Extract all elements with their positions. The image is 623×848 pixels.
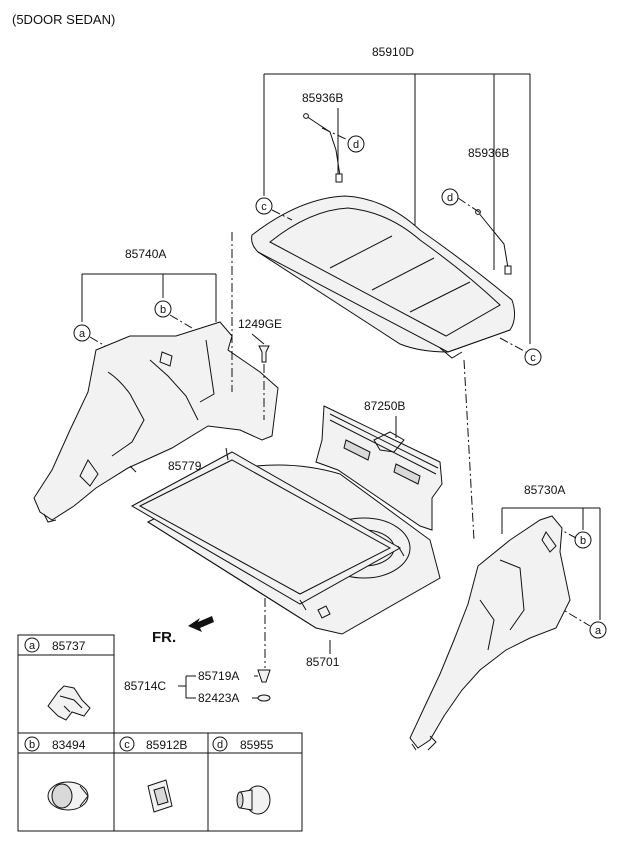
legend-a-letter: a xyxy=(29,640,36,652)
screw-shape xyxy=(258,345,270,363)
label-85701: 85701 xyxy=(306,655,340,669)
label-85730A: 85730A xyxy=(524,483,565,497)
callout-b-1 xyxy=(154,300,172,318)
callout-b-1-letter: b xyxy=(160,304,166,316)
label-85910D: 85910D xyxy=(372,45,414,59)
callout-d-2-letter: d xyxy=(447,192,453,204)
legend-c-part: 85912B xyxy=(146,738,187,752)
label-85936B-right: 85936B xyxy=(468,146,509,160)
legend-b-letter: b xyxy=(29,739,35,751)
screw-group: 1249GE xyxy=(238,317,282,420)
clip-85912B-icon xyxy=(147,779,173,813)
callout-b-2-letter: b xyxy=(580,535,586,547)
floor-group: 85779 85701 xyxy=(130,447,441,669)
callout-d-2 xyxy=(441,188,459,206)
label-87250B: 87250B xyxy=(364,399,405,413)
legend-a-circle xyxy=(24,637,40,653)
label-85740A: 85740A xyxy=(125,247,166,261)
washer-82423A-shape xyxy=(257,694,271,702)
legend-c-circle xyxy=(119,736,135,752)
legend-d-part: 85955 xyxy=(240,738,274,752)
clip-85737-icon xyxy=(47,685,91,721)
mat-shape xyxy=(130,451,402,605)
legend-a-part: 85737 xyxy=(52,639,86,653)
left-trim-group: 85740A a b xyxy=(33,247,279,523)
callout-a-1 xyxy=(73,324,91,342)
callout-a-2-letter: a xyxy=(595,625,602,637)
callout-d-1-letter: d xyxy=(353,139,359,151)
direction-label: FR. xyxy=(152,629,176,646)
legend-b-part: 83494 xyxy=(52,738,86,752)
tray-bracket xyxy=(263,73,531,344)
clip-85719A-shape xyxy=(257,669,271,683)
callout-b-2 xyxy=(574,531,592,549)
arrow-icon xyxy=(188,616,214,632)
callout-c-1 xyxy=(255,197,273,215)
legend-c-letter: c xyxy=(124,739,130,751)
variant-title: (5DOOR SEDAN) xyxy=(12,12,115,27)
guide-line-2 xyxy=(463,359,475,541)
legend-table: a 85737 b 83494 c 85912B d 85955 xyxy=(17,634,303,832)
label-85719A: 85719A xyxy=(198,669,239,683)
callout-a-2 xyxy=(589,621,607,639)
legend-b-circle xyxy=(24,736,40,752)
package-tray-shape xyxy=(251,195,516,353)
grommet-83494-icon xyxy=(47,781,89,811)
clip-85955-icon xyxy=(236,785,271,815)
callout-a-1-letter: a xyxy=(79,328,86,340)
callout-c-2 xyxy=(524,348,542,366)
callout-d-1 xyxy=(347,135,365,153)
label-1249GE: 1249GE xyxy=(238,317,282,331)
label-85779: 85779 xyxy=(168,459,202,473)
label-85936B-left: 85936B xyxy=(302,91,343,105)
transverse-trim-shape xyxy=(315,405,443,531)
legend-d-circle xyxy=(212,736,228,752)
legend-d-letter: d xyxy=(217,739,223,751)
label-85714C: 85714C xyxy=(124,679,166,693)
label-82423A: 82423A xyxy=(198,691,239,705)
package-tray-group: 85910D 85936B 85936B d d c c xyxy=(251,45,542,366)
right-trim-shape xyxy=(409,515,571,749)
callout-c-1-letter: c xyxy=(261,201,267,213)
right-trim-group: 85730A b a xyxy=(409,483,607,751)
fastener-group: 85714C 85719A 82423A xyxy=(124,669,271,705)
direction-indicator: FR. xyxy=(152,616,214,646)
callout-c-2-letter: c xyxy=(530,352,536,364)
transverse-trim-group: 87250B xyxy=(315,399,443,531)
